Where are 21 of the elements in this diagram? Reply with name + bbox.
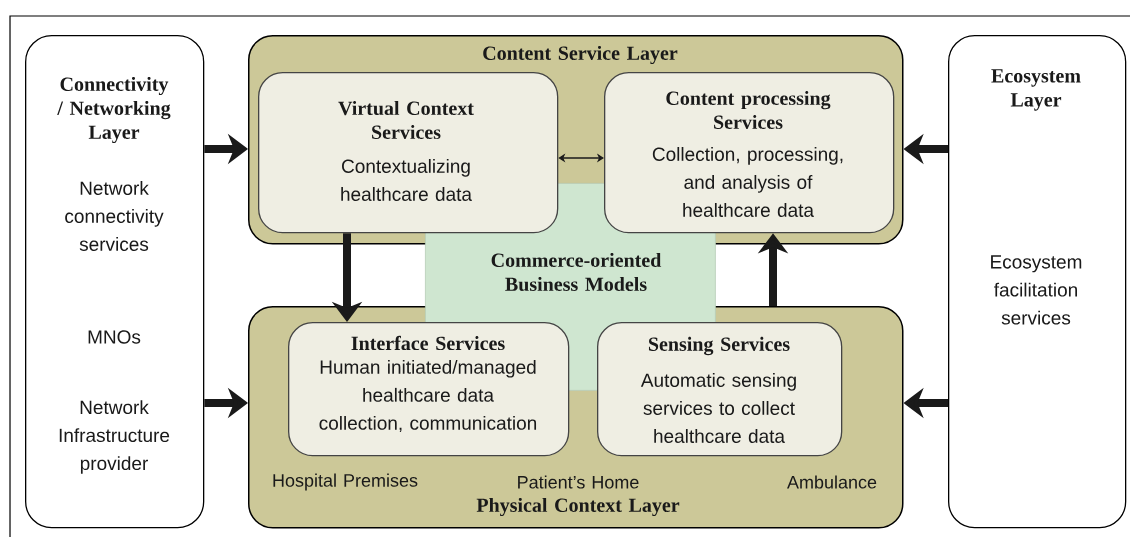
location-label: Patient’s Home — [518, 475, 639, 489]
service-description: Network Infrastructure provider — [59, 400, 170, 474]
layer-title: Ecosystem Layer — [991, 69, 1081, 111]
layer-title: Physical Context Layer — [476, 497, 680, 517]
service-description: Collection, processing, and analysis of healthcare data — [652, 147, 843, 217]
location-label: Hospital Premises — [273, 473, 418, 491]
layer-title: Content processing Services — [666, 90, 831, 129]
layer-title: Connectivity / Networking Layer — [57, 76, 171, 144]
layer-title: Interface Services — [351, 335, 505, 351]
layer-title: Virtual Context Services — [338, 100, 474, 139]
layer-title: Sensing Services — [648, 336, 790, 356]
service-description: Automatic sensing services to collect healthcare data — [640, 373, 796, 443]
double-arrow — [558, 153, 604, 163]
layer-title: Content Service Layer — [483, 45, 678, 65]
layer-title: Commerce-oriented Business Models — [491, 252, 662, 292]
service-description: Ecosystem facilitation services — [991, 255, 1082, 325]
service-description: Network connectivity services — [65, 181, 164, 251]
service-description: Human initiated/managed healthcare data collection, communication — [319, 359, 537, 433]
service-description: MNOs — [88, 330, 141, 344]
service-description: Contextualizing healthcare data — [341, 159, 472, 201]
location-label: Ambulance — [787, 475, 877, 489]
